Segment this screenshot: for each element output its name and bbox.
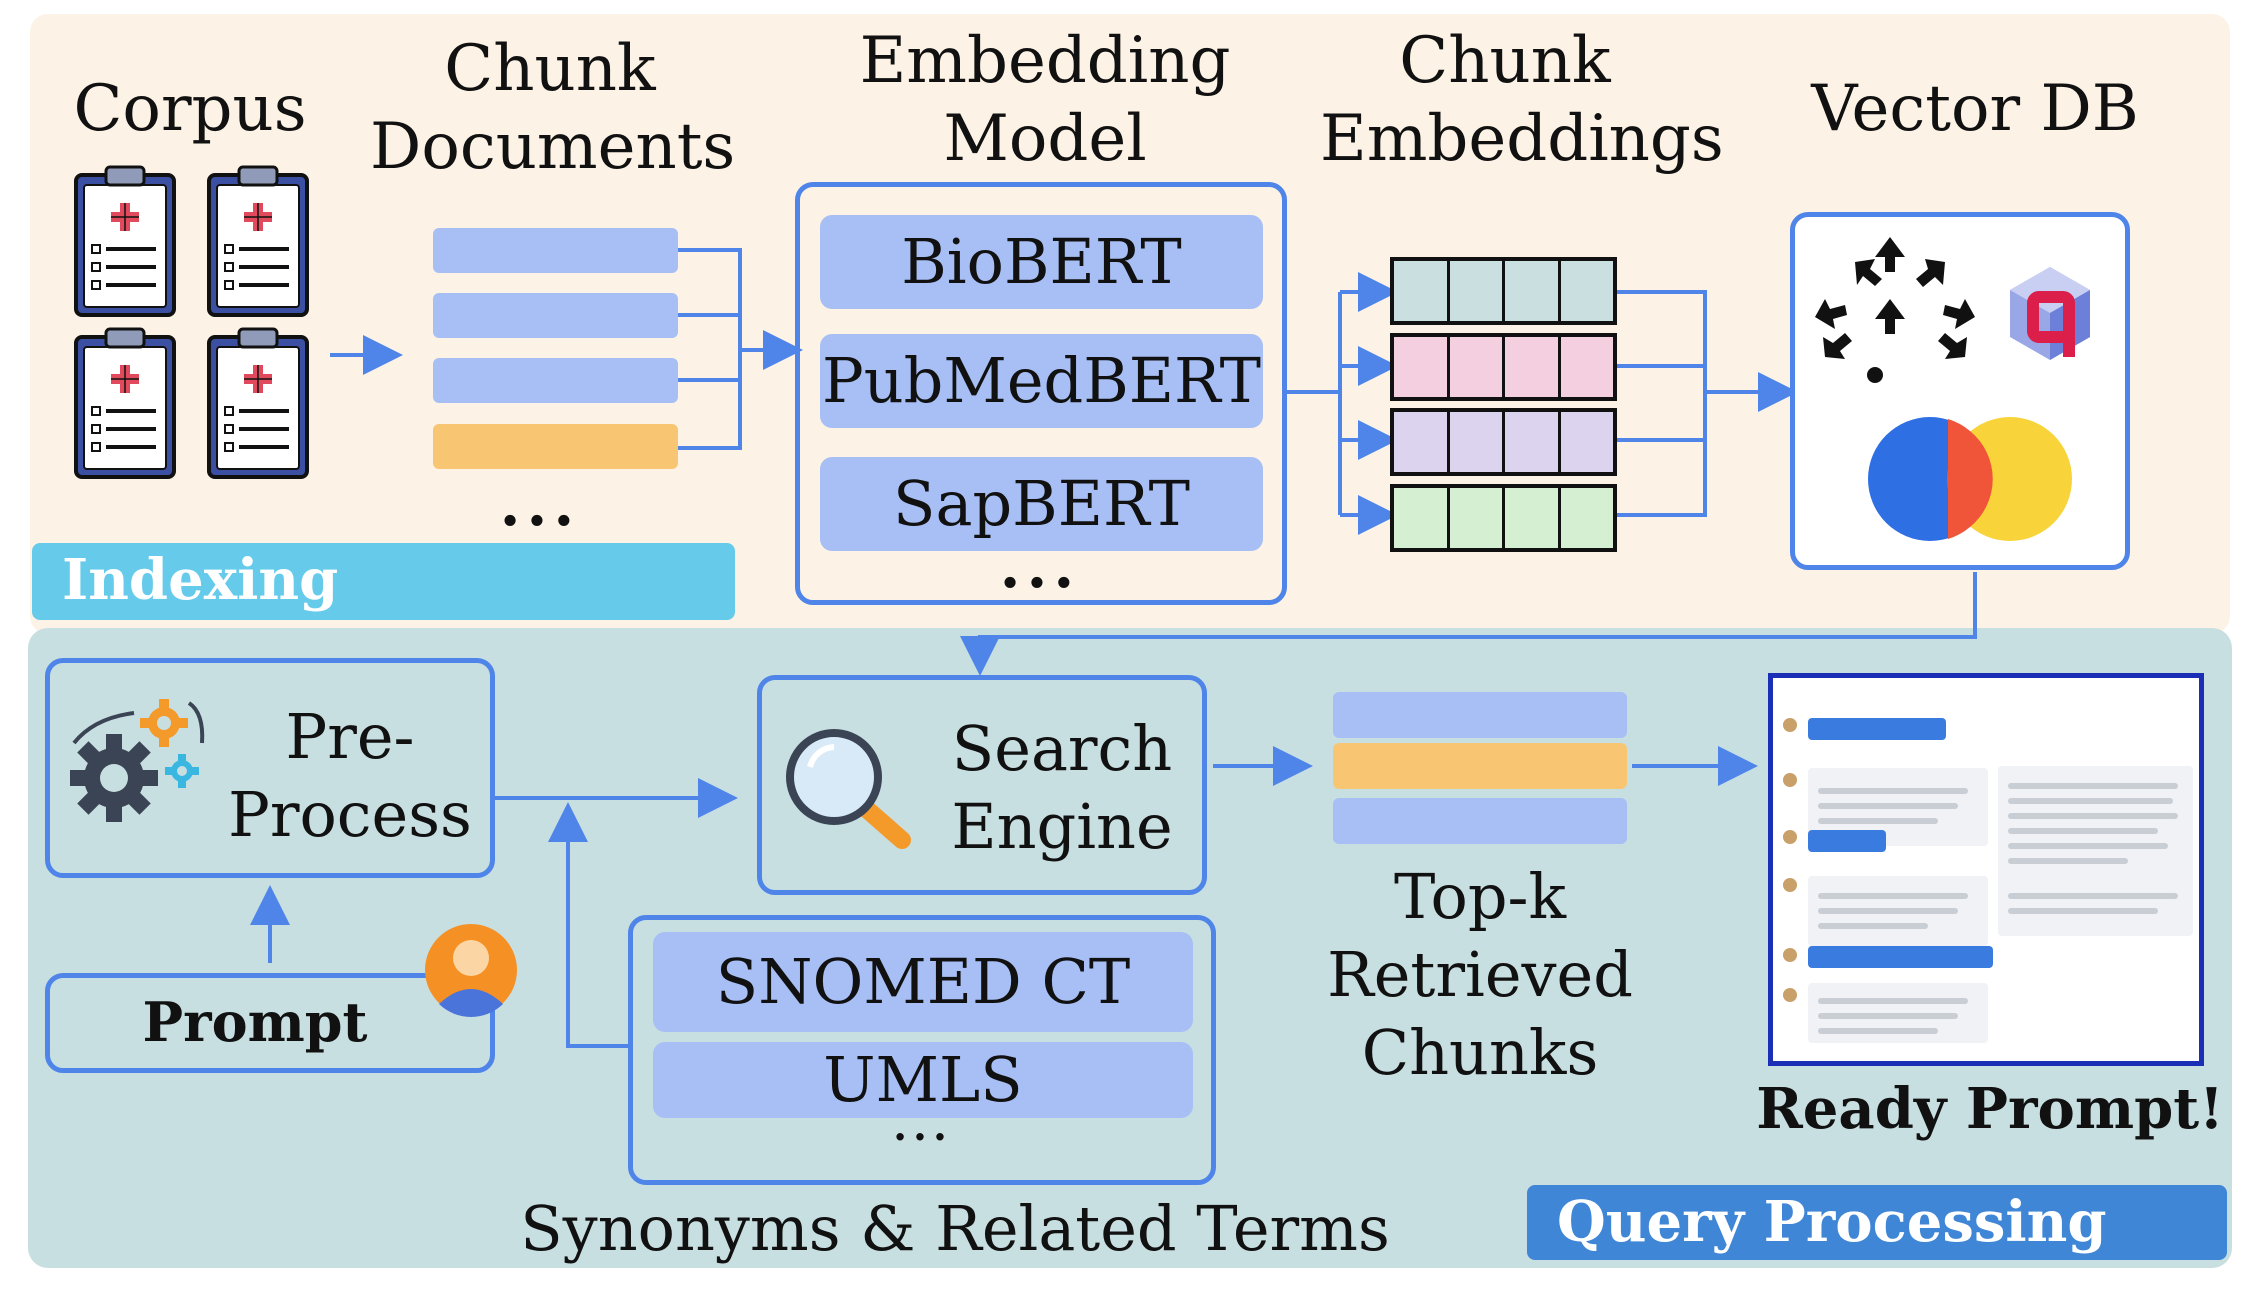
chunk-documents-heading: Chunk Documents [370, 32, 736, 184]
vector-db-heading: Vector DB [1811, 72, 2139, 146]
model-sapbert: SapBERT [820, 457, 1263, 551]
terminology-umls: UMLS [653, 1042, 1193, 1118]
model-biobert: BioBERT [820, 215, 1263, 309]
vector-db-logo-icons [1815, 237, 2090, 541]
retrieved-chunk-bar [1333, 692, 1627, 738]
chat-bubble [1808, 718, 1946, 740]
terminology-box: SNOMED CT UMLS ... [628, 915, 1216, 1185]
corpus-heading: Corpus [73, 72, 307, 146]
chunk-embeddings-heading: Chunk Embeddings [1320, 24, 1724, 176]
user-avatar-icon [425, 924, 517, 1017]
gears-icon [70, 699, 205, 822]
clipboard-icon [70, 165, 320, 485]
query-processing-section-tag: Query Processing [1527, 1185, 2227, 1260]
prompt-label: Prompt [142, 990, 368, 1054]
top-k-label: Top-k Retrieved Chunks [1327, 860, 1633, 1089]
embedding-model-heading: Embedding Model [859, 24, 1231, 176]
chunk-bar [433, 293, 678, 338]
qdrant-logo-icon [2010, 267, 2090, 360]
magnifier-icon [786, 729, 911, 849]
preprocess-box: Pre-Process [45, 658, 495, 878]
embedding-vector [1390, 408, 1617, 476]
terminology-snomed: SNOMED CT [653, 932, 1193, 1032]
synonyms-label: Synonyms & Related Terms [520, 1192, 1390, 1265]
embedding-vector [1390, 333, 1617, 401]
retrieved-chunk-bar-highlighted [1333, 743, 1627, 789]
embedding-vector [1390, 257, 1617, 325]
vector-db-box [1790, 212, 2130, 570]
corpus-clipboards [70, 165, 320, 485]
search-engine-box: Search Engine [757, 675, 1207, 895]
embedding-vector [1390, 484, 1617, 552]
arrows-logo-icon [1815, 237, 1975, 383]
models-more: ... [999, 532, 1081, 602]
preprocess-label: Pre-Process [228, 700, 472, 851]
search-engine-label: Search Engine [951, 712, 1173, 863]
chunk-bar-highlighted [433, 424, 678, 469]
model-pubmedbert: PubMedBERT [820, 334, 1263, 428]
terminologies-more: ... [893, 1103, 953, 1150]
chat-screenshot-icon [1768, 673, 2204, 1066]
circles-logo-icon [1868, 417, 2072, 541]
chunk-bar [433, 228, 678, 273]
chunks-more: ... [499, 470, 581, 540]
prompt-box: Prompt [45, 973, 495, 1073]
chat-bubble [1808, 946, 1993, 968]
chat-bubble [1998, 878, 2193, 936]
retrieved-chunk-bar [1333, 798, 1627, 844]
embedding-model-box: BioBERT PubMedBERT SapBERT ... [795, 182, 1287, 605]
indexing-section-tag: Indexing [32, 543, 735, 620]
ready-prompt-label: Ready Prompt! [1756, 1076, 2224, 1142]
chunk-bar [433, 358, 678, 403]
chat-bubble [1808, 830, 1886, 852]
